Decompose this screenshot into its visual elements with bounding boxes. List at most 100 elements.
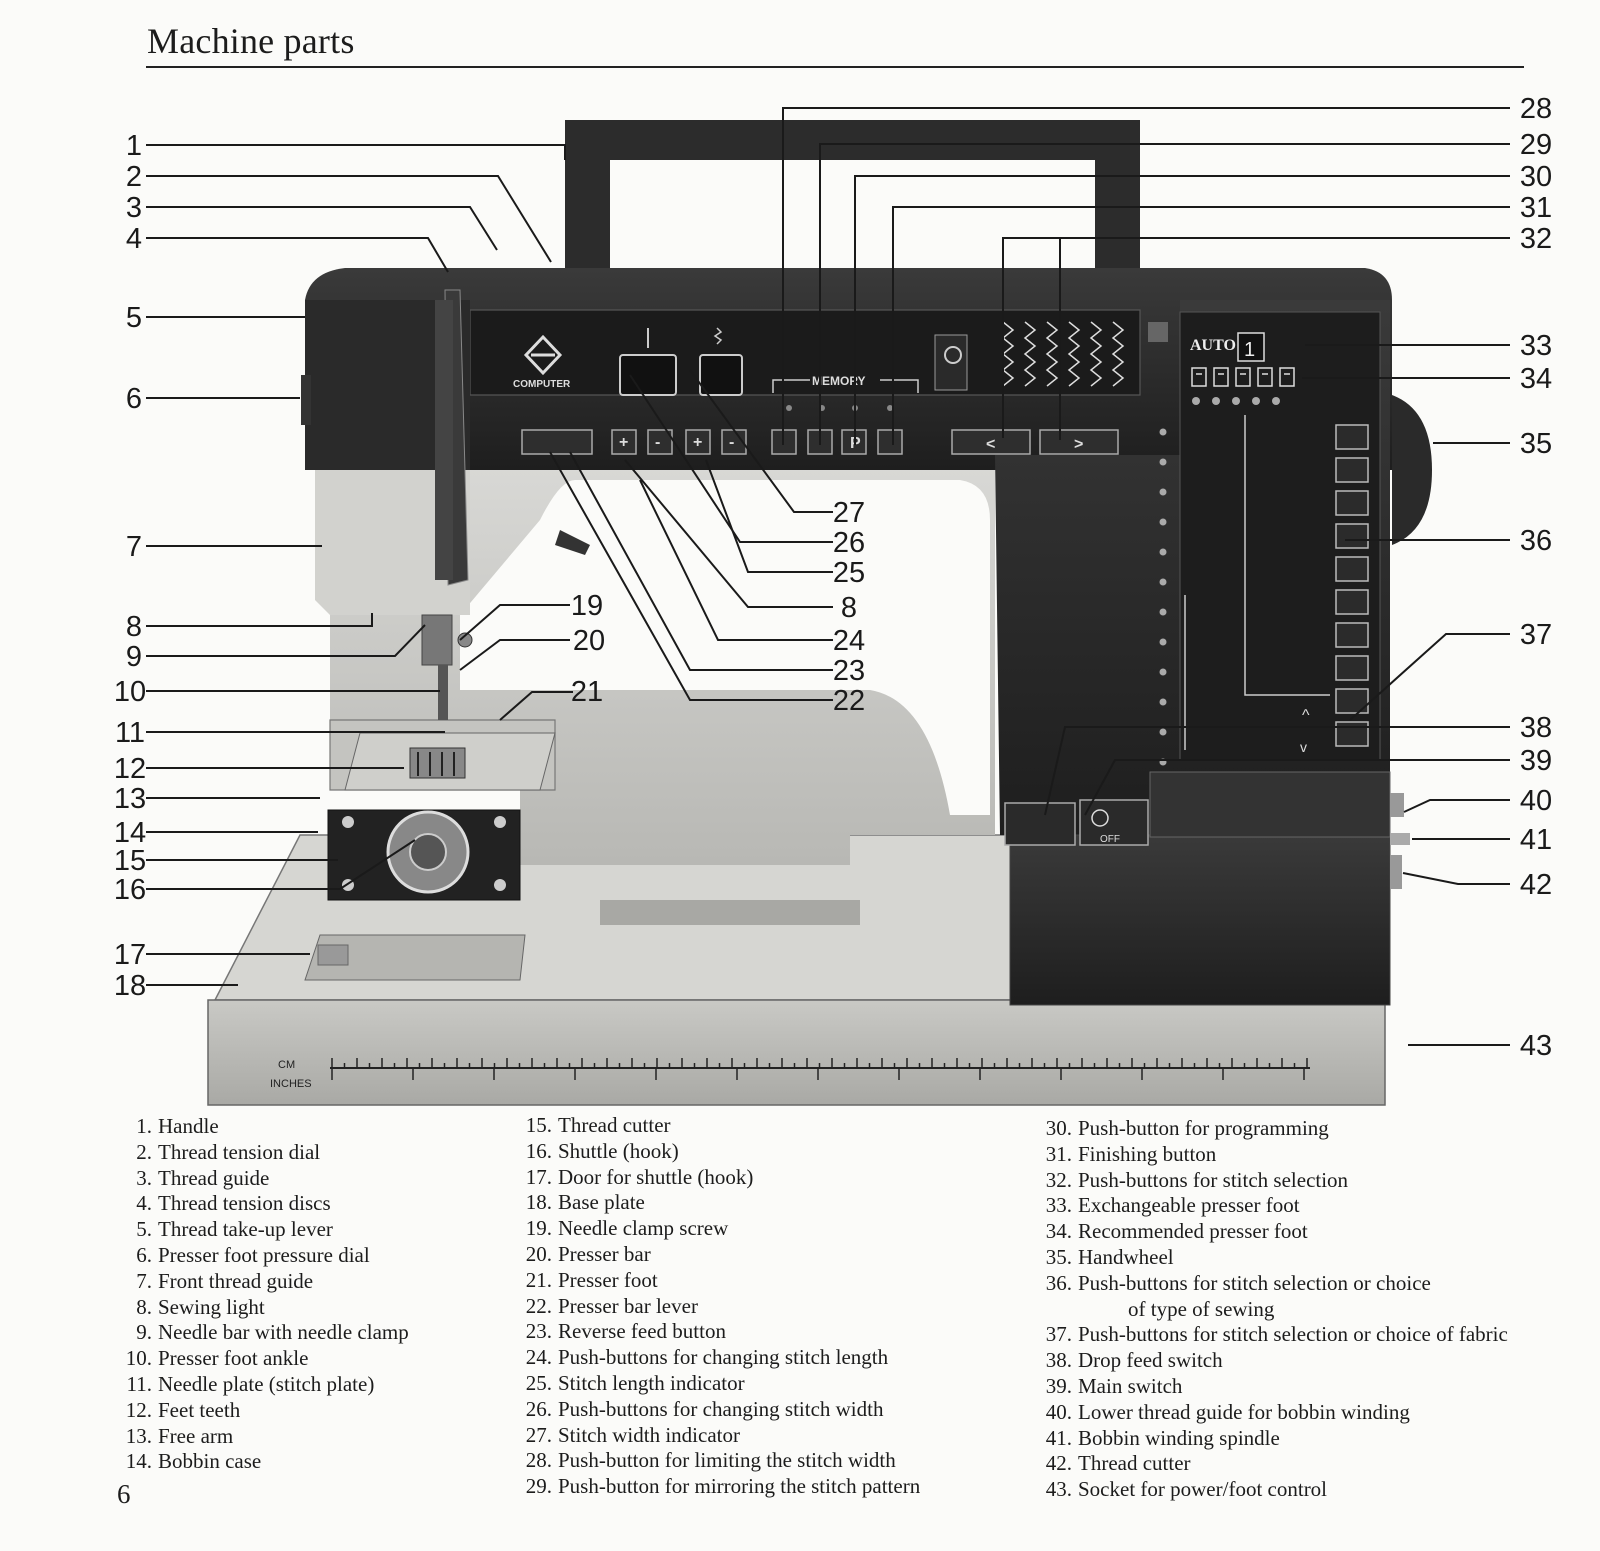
legend-item: 7.Front thread guide xyxy=(118,1269,409,1295)
legend-item-text: Base plate xyxy=(558,1190,645,1215)
callout-7: 7 xyxy=(126,531,142,563)
legend-item: 2.Thread tension dial xyxy=(118,1140,409,1166)
callout-33: 33 xyxy=(1520,330,1552,362)
legend-item: 25.Stitch length indicator xyxy=(510,1371,920,1397)
callout-2: 2 xyxy=(126,161,142,193)
callout-numbers: 1 2 3 4 5 6 7 8 9 10 11 12 13 14 15 16 1… xyxy=(114,93,1552,1062)
legend-item-number: 14. xyxy=(125,1449,152,1474)
legend-item-number: 15. xyxy=(525,1113,552,1137)
callout-4: 4 xyxy=(126,223,142,255)
legend-item-text: Needle clamp screw xyxy=(558,1216,729,1241)
legend-item-number xyxy=(1078,1297,1122,1323)
legend-item-text: Push-button for limiting the stitch widt… xyxy=(558,1448,896,1473)
callout-40: 40 xyxy=(1520,785,1552,817)
legend-item: 28.Push-button for limiting the stitch w… xyxy=(510,1448,920,1474)
legend-item-text: Push-buttons for stitch selection or cho… xyxy=(1078,1270,1431,1295)
legend-item: 14.Bobbin case xyxy=(118,1449,409,1475)
legend-item: 17.Door for shuttle (hook) xyxy=(510,1165,920,1191)
legend-item: 33.Exchangeable presser foot xyxy=(1028,1193,1508,1219)
handle-shape xyxy=(565,120,1140,295)
legend-item-text: Lower thread guide for bobbin winding xyxy=(1078,1399,1410,1424)
legend-item-number: 34. xyxy=(1045,1219,1072,1244)
legend-item-text: Recommended presser foot xyxy=(1078,1219,1308,1244)
legend-item: 36.Push-buttons for stitch selection or … xyxy=(1028,1271,1508,1297)
legend-item-number: 19. xyxy=(525,1216,552,1241)
callout-15: 15 xyxy=(114,845,146,877)
legend-item-number: 28. xyxy=(525,1448,552,1473)
legend-item-number: 33. xyxy=(1045,1193,1072,1218)
legend-item-number: 31. xyxy=(1045,1141,1072,1166)
svg-text:v: v xyxy=(1300,739,1307,755)
callout-34: 34 xyxy=(1520,363,1552,395)
legend-item-text: Exchangeable presser foot xyxy=(1078,1193,1300,1218)
legend-item: 32.Push-buttons for stitch selection xyxy=(1028,1168,1508,1194)
callout-37: 37 xyxy=(1520,619,1552,651)
legend-item-number: 6. xyxy=(136,1242,152,1267)
callout-24: 24 xyxy=(833,625,865,657)
legend-item: 8.Sewing light xyxy=(118,1295,409,1321)
legend-item: 34.Recommended presser foot xyxy=(1028,1219,1508,1245)
callout-27: 27 xyxy=(833,497,865,529)
legend-item-text: Presser foot ankle xyxy=(158,1346,309,1371)
sewing-machine-figure: CM INCHES COMPUTER MEMORY xyxy=(114,93,1552,1106)
legend-item-text: Bobbin winding spindle xyxy=(1078,1425,1280,1450)
callout-16: 16 xyxy=(114,874,146,906)
legend-item: 30.Push-button for programming xyxy=(1028,1116,1508,1142)
callout-38: 38 xyxy=(1520,712,1552,744)
legend-item-number: 11. xyxy=(126,1371,152,1396)
legend-item-number: 23. xyxy=(525,1319,552,1344)
legend-item-text: Thread tension dial xyxy=(158,1139,321,1164)
callout-26: 26 xyxy=(833,527,865,559)
brand-text: COMPUTER xyxy=(513,379,571,390)
legend-item-text: Thread tension discs xyxy=(158,1191,331,1216)
svg-text:-: - xyxy=(729,434,734,451)
title-rule xyxy=(146,66,1524,68)
callout-1: 1 xyxy=(126,130,142,162)
legend-item-number: 9. xyxy=(136,1320,152,1345)
legend-item-number: 8. xyxy=(136,1294,152,1319)
legend-item: 21.Presser foot xyxy=(510,1268,920,1294)
legend-item-number: 4. xyxy=(136,1191,152,1216)
legend-item-number: 7. xyxy=(136,1268,152,1293)
callout-10: 10 xyxy=(114,676,146,708)
legend-item-text: Needle bar with needle clamp xyxy=(158,1320,409,1345)
legend-item-text: Presser bar xyxy=(558,1241,651,1266)
legend-item-text: Feet teeth xyxy=(158,1397,241,1422)
svg-text:-: - xyxy=(655,434,660,451)
legend-item-text: Push-buttons for changing stitch length xyxy=(558,1345,889,1370)
legend-item-number: 16. xyxy=(525,1138,552,1163)
callout-13: 13 xyxy=(114,783,146,815)
right-tower-shape: AUTO 1 ^ v OFF xyxy=(995,300,1432,1006)
legend-item-text: Thread take-up lever xyxy=(158,1217,333,1242)
legend-item-number: 39. xyxy=(1045,1373,1072,1398)
callout-25: 25 xyxy=(833,557,865,589)
legend-item: 5.Thread take-up lever xyxy=(118,1217,409,1243)
callout-28: 28 xyxy=(1520,93,1552,125)
svg-text:+: + xyxy=(693,434,702,451)
legend-item: 29.Push-button for mirroring the stitch … xyxy=(510,1474,920,1500)
legend-item-number: 29. xyxy=(525,1474,552,1499)
legend-item-text: Push-button for programming xyxy=(1078,1116,1329,1140)
legend-item-text: Thread guide xyxy=(158,1165,270,1190)
drop-feed-switch xyxy=(1004,802,1076,846)
legend-item-text: Sewing light xyxy=(158,1294,265,1319)
legend-item-text: Presser foot xyxy=(558,1267,658,1292)
callout-36: 36 xyxy=(1520,525,1552,557)
legend-item-number: 18. xyxy=(525,1190,552,1215)
legend-item-number: 40. xyxy=(1045,1399,1072,1424)
machine-head-shape: COMPUTER MEMORY <> +- +- P xyxy=(305,268,1392,470)
legend-item-text: Handle xyxy=(158,1114,219,1138)
ruler-cm-label: CM xyxy=(278,1059,295,1071)
legend-item-text: Thread cutter xyxy=(558,1113,671,1137)
legend-item: 3.Thread guide xyxy=(118,1166,409,1192)
legend-item-number: 3. xyxy=(136,1165,152,1190)
callout-43: 43 xyxy=(1520,1030,1552,1062)
callout-32: 32 xyxy=(1520,223,1552,255)
svg-text:+: + xyxy=(619,434,628,451)
legend-item: 1.Handle xyxy=(118,1114,409,1140)
legend-item-number: 22. xyxy=(525,1293,552,1318)
legend-item-text: Stitch width indicator xyxy=(558,1422,740,1447)
legend-item-number: 32. xyxy=(1045,1167,1072,1192)
